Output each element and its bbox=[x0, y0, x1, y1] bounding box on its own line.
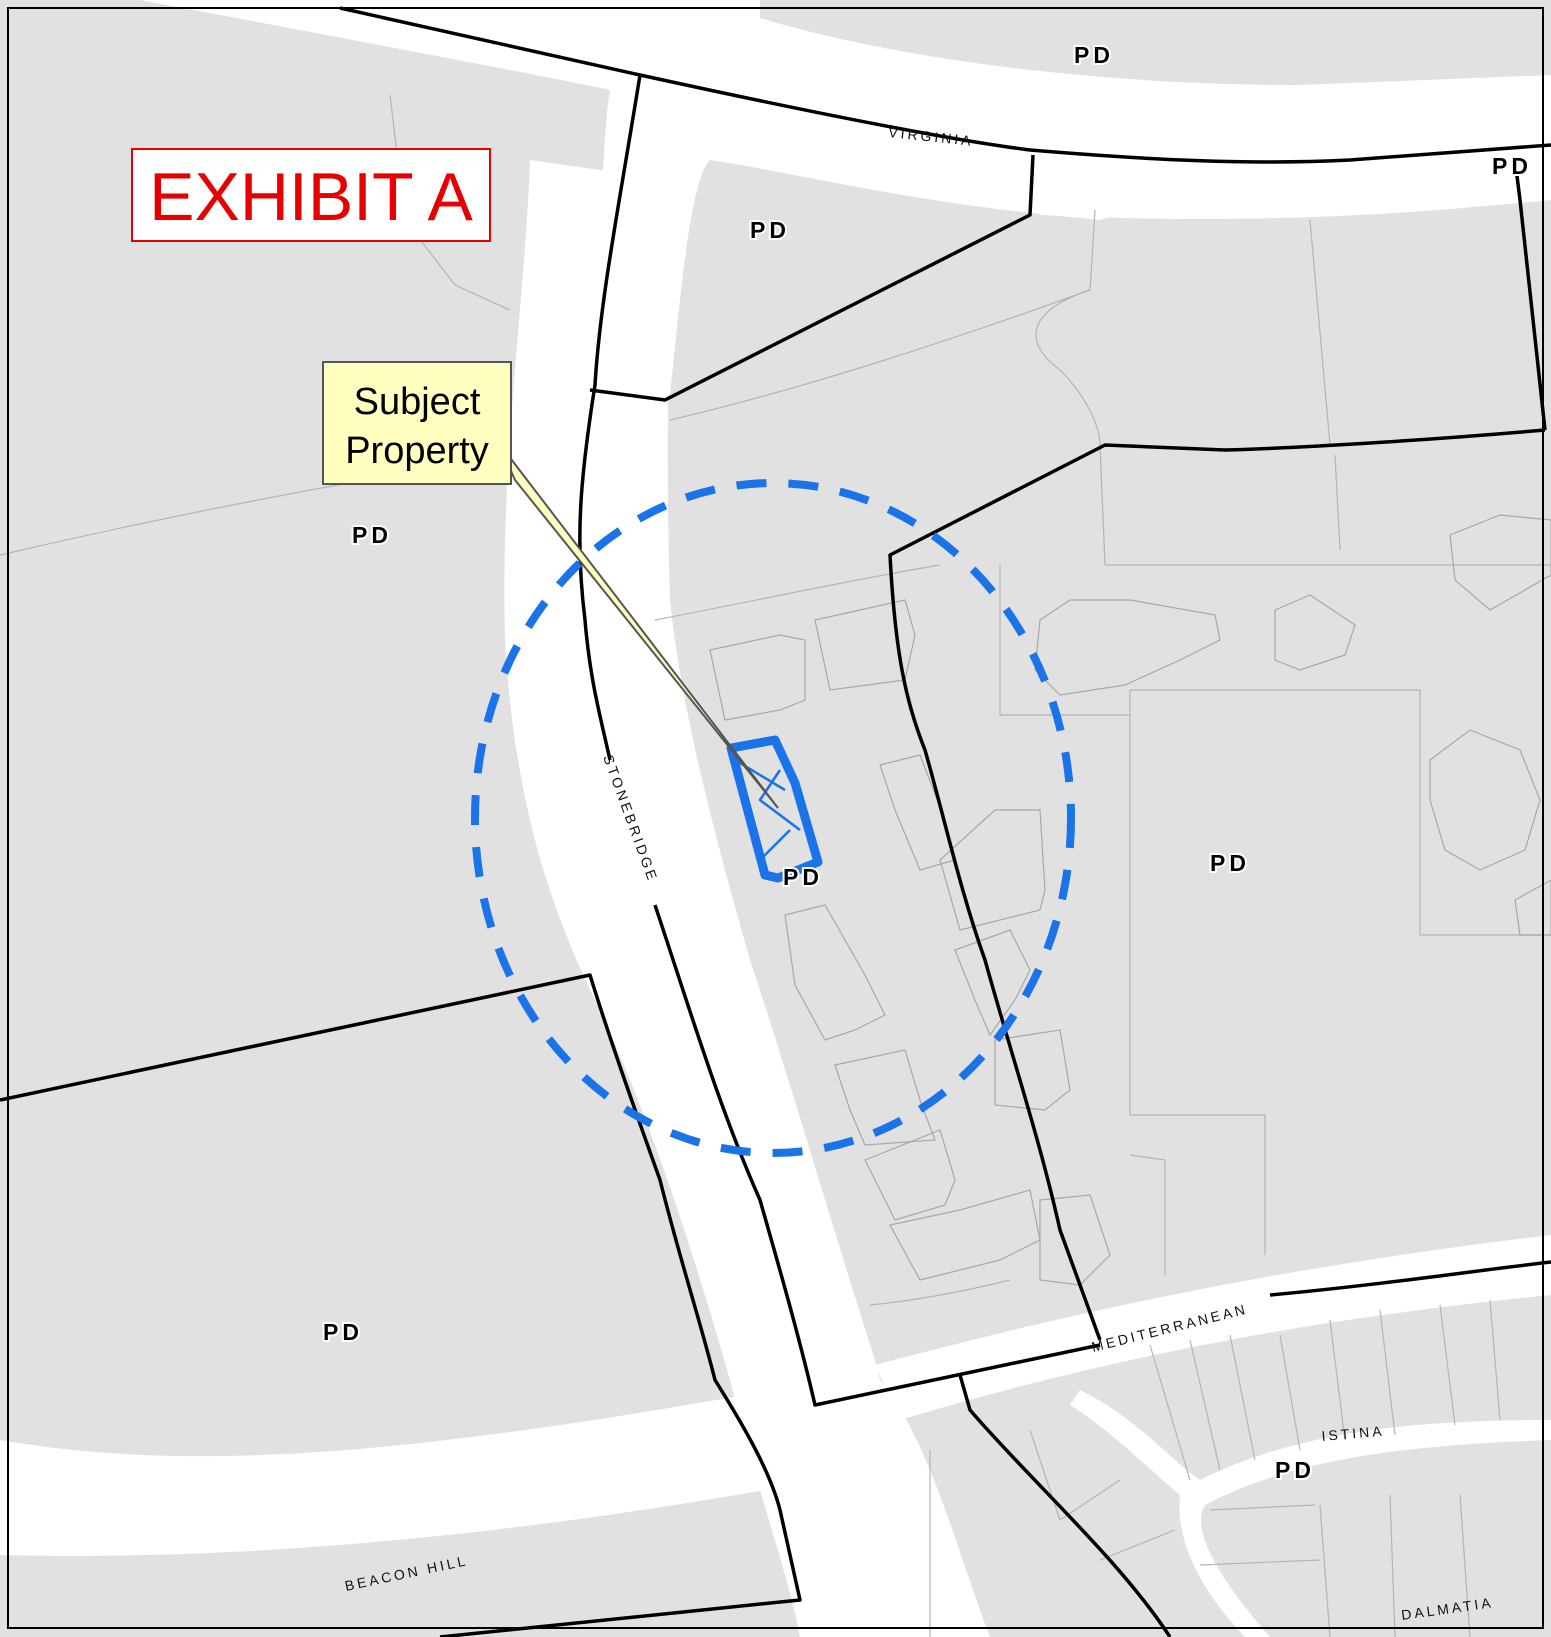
subject-property-parcel bbox=[726, 735, 823, 883]
road-beacon-hill bbox=[0, 1395, 765, 1556]
zone-label: PD bbox=[323, 1319, 363, 1345]
parcel-lines bbox=[0, 94, 1551, 1637]
callout-box bbox=[322, 361, 512, 485]
boundary-virginia-south bbox=[339, 6, 1551, 164]
zone-label: PD bbox=[750, 217, 790, 243]
boundary-mid-east bbox=[888, 428, 1546, 1341]
zone-label: PD bbox=[1074, 42, 1114, 68]
exhibit-title: EXHIBIT A bbox=[149, 159, 473, 235]
road-stonebridge bbox=[504, 160, 990, 1637]
building-footprints bbox=[709, 514, 1551, 1286]
zone-label: PD bbox=[1275, 1457, 1315, 1483]
zone-label: PD bbox=[1210, 850, 1250, 876]
zone-label: PD bbox=[783, 864, 823, 890]
boundary-stonebridge-east-lower bbox=[653, 904, 1101, 1407]
boundary-west-mid bbox=[0, 973, 802, 1637]
road-virginia bbox=[140, 0, 1551, 395]
zone-label: PD bbox=[352, 522, 392, 548]
boundary-east-vertical bbox=[1513, 159, 1547, 431]
callout-line-2: Property bbox=[345, 430, 489, 472]
boundary-parcel-north bbox=[589, 154, 1035, 402]
road-istina bbox=[1070, 1390, 1551, 1637]
zone-label: PD bbox=[1492, 153, 1532, 179]
street-label-istina: ISTINA bbox=[1321, 1423, 1385, 1444]
notification-buffer-circle bbox=[471, 479, 1075, 1157]
boundary-stonebridge-west-upper bbox=[578, 74, 642, 761]
boundary-mediterranean-south bbox=[958, 1374, 1172, 1637]
exhibit-title-box bbox=[131, 148, 491, 242]
map-border bbox=[7, 7, 1544, 1629]
boundary-mediterranean bbox=[1269, 1260, 1551, 1297]
zoning-boundaries bbox=[0, 6, 1551, 1637]
callout-line-1: Subject bbox=[354, 381, 481, 423]
